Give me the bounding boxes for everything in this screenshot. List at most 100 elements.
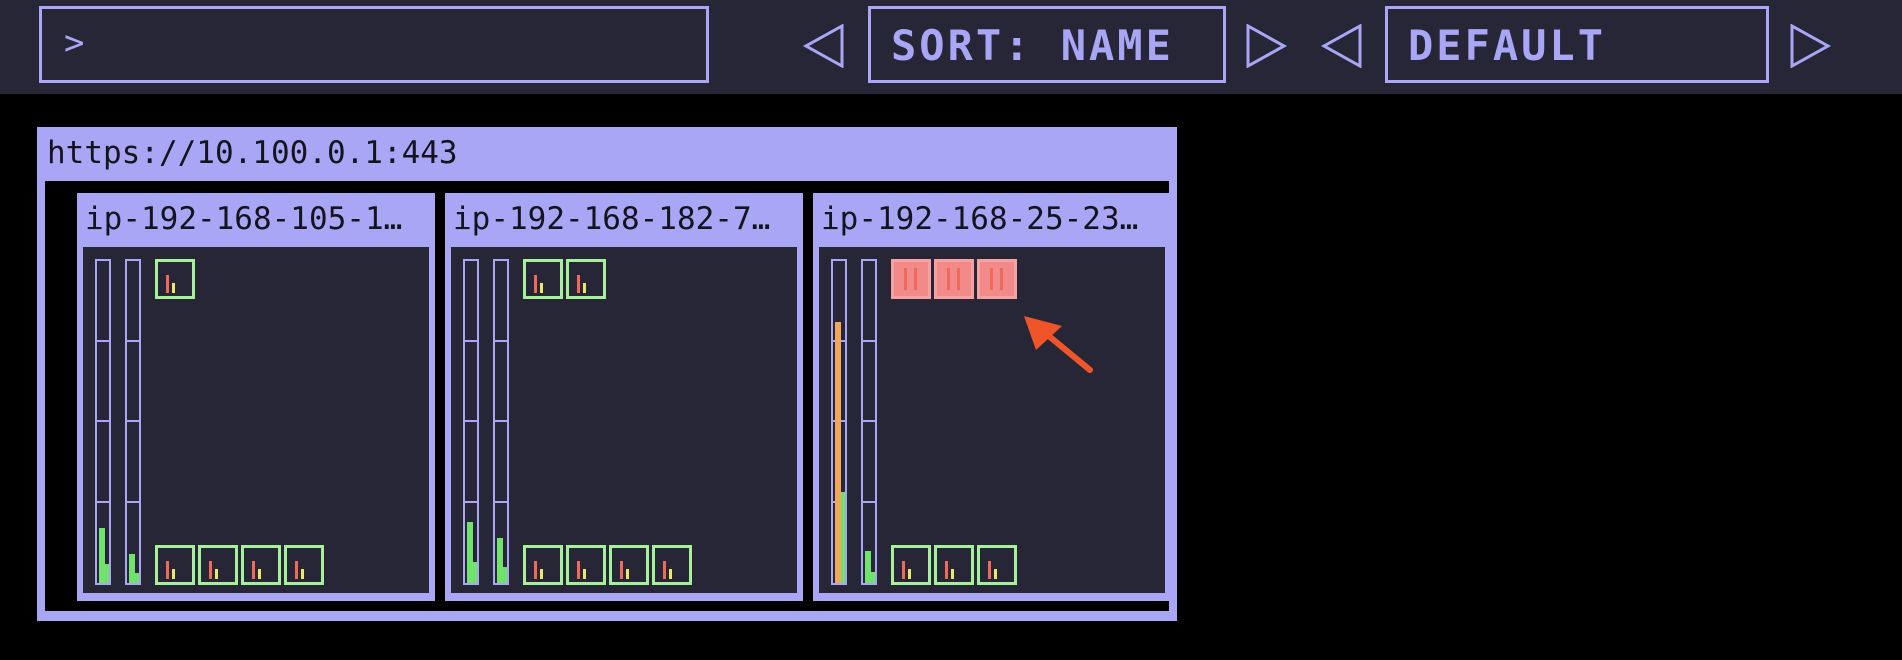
arrow-pointer-icon	[1024, 316, 1093, 373]
pod-mem-mark	[301, 569, 304, 579]
pod-cpu-mark	[166, 275, 169, 293]
pod-failed[interactable]	[977, 259, 1017, 299]
view-prev-button[interactable]	[1320, 24, 1364, 68]
cpu-usage-bar	[463, 259, 479, 585]
sort-prev-button[interactable]	[802, 24, 846, 68]
pod-running[interactable]	[609, 545, 649, 585]
pod-running[interactable]	[155, 259, 195, 299]
pod-mem-mark	[172, 569, 175, 579]
bar-gridline	[97, 420, 109, 422]
pod-mem-mark	[908, 569, 911, 579]
pod-mem-mark	[583, 283, 586, 293]
pod-status-mark	[1000, 268, 1003, 290]
pod-mem-mark	[540, 569, 543, 579]
bar-gridline	[97, 500, 109, 503]
cpu-usage-bar-fill	[835, 322, 841, 583]
cpu-usage-bar-fill-secondary	[473, 562, 477, 583]
pod-cpu-mark	[166, 561, 169, 579]
cpu-usage-bar-fill-secondary	[105, 564, 109, 583]
memory-usage-bar	[493, 259, 509, 585]
pod-cpu-mark	[252, 561, 255, 579]
bar-gridline	[465, 500, 477, 503]
pod-mem-mark	[626, 569, 629, 579]
pod-mem-mark	[669, 569, 672, 579]
pod-running[interactable]	[284, 545, 324, 585]
pod-failed[interactable]	[891, 259, 931, 299]
pod-status-mark	[904, 268, 907, 290]
pod-running[interactable]	[523, 259, 563, 299]
pod-cpu-mark	[295, 561, 298, 579]
bar-gridline	[97, 339, 109, 342]
pod-status-mark	[990, 268, 993, 290]
triangle-left-icon	[802, 24, 844, 68]
bar-gridline	[863, 500, 875, 503]
pod-running[interactable]	[155, 545, 195, 585]
pod-running[interactable]	[934, 545, 974, 585]
pod-running[interactable]	[977, 545, 1017, 585]
node-name: ip-192-168-25-23…	[821, 201, 1139, 237]
memory-usage-bar-fill-secondary	[503, 567, 507, 583]
memory-usage-bar-fill	[865, 551, 871, 583]
view-label: DEFAULT	[1408, 21, 1607, 70]
pod-cpu-mark	[577, 275, 580, 293]
memory-usage-bar	[125, 259, 141, 585]
node-name: ip-192-168-105-1…	[85, 201, 403, 237]
memory-usage-bar	[861, 259, 877, 585]
bar-gridline	[465, 339, 477, 342]
node-body	[451, 247, 797, 593]
top-toolbar: > SORT: NAME DEFAULT	[0, 0, 1902, 94]
pod-cpu-mark	[534, 275, 537, 293]
pod-running[interactable]	[891, 545, 931, 585]
node-card: ip-192-168-25-23…	[813, 193, 1171, 601]
pod-status-mark	[947, 268, 950, 290]
memory-usage-bar-fill	[497, 538, 503, 583]
bar-gridline	[127, 500, 139, 503]
pod-mem-mark	[540, 283, 543, 293]
cluster-nodes: ip-192-168-105-1… ip-192-168-182-7… ip-192…	[45, 181, 1171, 611]
memory-usage-bar-fill-secondary	[135, 573, 139, 583]
cluster-url: https://10.100.0.1:443	[47, 135, 458, 171]
filter-input[interactable]: >	[39, 6, 709, 83]
pod-failed[interactable]	[934, 259, 974, 299]
pod-cpu-mark	[209, 561, 212, 579]
filter-prompt: >	[64, 23, 85, 63]
node-card: ip-192-168-182-7…	[445, 193, 803, 601]
pod-running[interactable]	[523, 545, 563, 585]
sort-select[interactable]: SORT: NAME	[868, 6, 1226, 83]
bar-gridline	[127, 420, 139, 422]
pod-mem-mark	[172, 283, 175, 293]
pod-cpu-mark	[534, 561, 537, 579]
memory-usage-bar-fill-secondary	[871, 572, 875, 583]
pod-cpu-mark	[577, 561, 580, 579]
pod-cpu-mark	[988, 561, 991, 579]
bar-gridline	[863, 339, 875, 342]
pod-running[interactable]	[566, 545, 606, 585]
cpu-usage-bar	[95, 259, 111, 585]
pod-mem-mark	[215, 569, 218, 579]
pod-cpu-mark	[902, 561, 905, 579]
pod-running[interactable]	[198, 545, 238, 585]
pod-mem-mark	[583, 569, 586, 579]
node-name: ip-192-168-182-7…	[453, 201, 771, 237]
pod-mem-mark	[258, 569, 261, 579]
view-select[interactable]: DEFAULT	[1385, 6, 1769, 83]
bar-gridline	[495, 339, 507, 342]
cluster-panel: https://10.100.0.1:443 ip-192-168-105-1……	[37, 127, 1177, 621]
pod-status-mark	[914, 268, 917, 290]
bar-gridline	[127, 339, 139, 342]
view-next-button[interactable]	[1788, 24, 1832, 68]
pod-status-mark	[957, 268, 960, 290]
cpu-usage-bar-fill	[99, 528, 105, 583]
pod-mem-mark	[994, 569, 997, 579]
triangle-right-icon	[1246, 24, 1288, 68]
pod-cpu-mark	[620, 561, 623, 579]
bar-gridline	[495, 420, 507, 422]
pod-running[interactable]	[241, 545, 281, 585]
sort-next-button[interactable]	[1244, 24, 1288, 68]
pod-running[interactable]	[652, 545, 692, 585]
pod-cpu-mark	[663, 561, 666, 579]
bar-gridline	[495, 500, 507, 503]
cpu-usage-bar-fill	[467, 522, 473, 583]
memory-usage-bar-fill	[129, 554, 135, 583]
pod-running[interactable]	[566, 259, 606, 299]
